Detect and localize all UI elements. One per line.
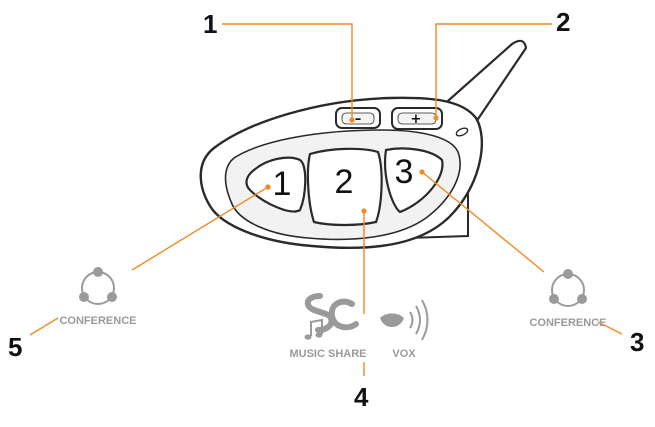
leader-button-1-dot (265, 184, 271, 190)
button-2-label: 2 (335, 163, 354, 201)
leader-2-dot (433, 115, 439, 121)
button-3-label: 3 (395, 153, 414, 191)
leader-3 (597, 321, 623, 335)
conference-left: CONFERENCE (59, 267, 137, 327)
music-share: MUSIC SHARE (289, 293, 367, 360)
conference-right-label: CONFERENCE (529, 317, 606, 329)
button-1-label: 1 (273, 165, 292, 203)
conference-icon (79, 267, 117, 305)
callout-2: 2 (556, 7, 570, 37)
volume-down-button[interactable]: – (335, 107, 381, 129)
led-indicator (455, 127, 469, 137)
vox: VOX (380, 299, 429, 360)
leader-1 (222, 23, 353, 120)
callout-3: 3 (630, 327, 644, 357)
leader-button-3-dot (419, 169, 425, 175)
intercom-device: – + 1 2 3 (199, 39, 528, 249)
callout-1: 1 (203, 9, 217, 39)
music-share-label: MUSIC SHARE (289, 348, 366, 360)
conference-left-label: CONFERENCE (59, 315, 136, 327)
volume-up-label: + (411, 112, 422, 127)
leader-5 (29, 317, 59, 336)
volume-down-label: – (355, 112, 362, 127)
vox-icon (380, 299, 429, 341)
leader-button-3 (421, 171, 545, 273)
callout-5: 5 (8, 332, 22, 362)
vox-label: VOX (392, 348, 416, 360)
button-2[interactable]: 2 (306, 147, 383, 227)
conference-icon (549, 269, 587, 307)
leader-2 (435, 23, 552, 118)
button-3[interactable]: 3 (384, 147, 444, 214)
callout-4: 4 (354, 382, 369, 412)
leader-button-2-dot (361, 208, 367, 214)
music-share-icon (304, 293, 359, 340)
leader-1-dot (349, 117, 355, 123)
leader-lines (29, 23, 623, 376)
antenna (438, 39, 528, 124)
button-1[interactable]: 1 (245, 156, 307, 213)
leader-button-1 (131, 186, 269, 271)
conference-right: CONFERENCE (529, 269, 607, 329)
